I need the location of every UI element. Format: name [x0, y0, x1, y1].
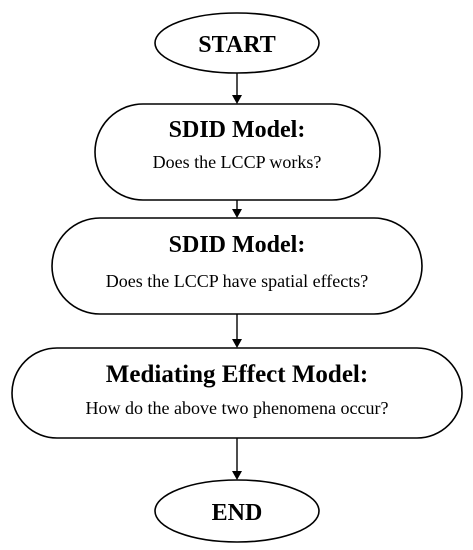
- step-2-question: Does the LCCP have spatial effects?: [106, 271, 368, 291]
- step-1-question: Does the LCCP works?: [153, 152, 322, 172]
- step-3-shape: [11, 347, 463, 439]
- start-node: START: [154, 12, 320, 74]
- step-1-title: SDID Model:: [169, 117, 306, 143]
- end-ellipse: [154, 479, 320, 543]
- end-label: END: [212, 500, 263, 526]
- step-3-title: Mediating Effect Model:: [106, 361, 368, 388]
- step-mediating-effect-model: Mediating Effect Model: How do the above…: [11, 347, 463, 439]
- step-sdid-model-1: SDID Model: Does the LCCP works?: [94, 103, 381, 201]
- step-2-shape: [51, 217, 423, 315]
- step-2-title: SDID Model:: [169, 232, 306, 258]
- step-3-question: How do the above two phenomena occur?: [86, 398, 389, 418]
- start-label: START: [198, 32, 275, 58]
- end-node: END: [154, 479, 320, 543]
- connector-step3-end: [232, 438, 242, 480]
- step-sdid-model-2: SDID Model: Does the LCCP have spatial e…: [51, 217, 423, 315]
- start-ellipse: [154, 12, 320, 74]
- connector-step1-step2: [232, 200, 242, 218]
- connector-start-step1: [232, 73, 242, 104]
- step-1-shape: [94, 103, 381, 201]
- connector-step2-step3: [232, 314, 242, 348]
